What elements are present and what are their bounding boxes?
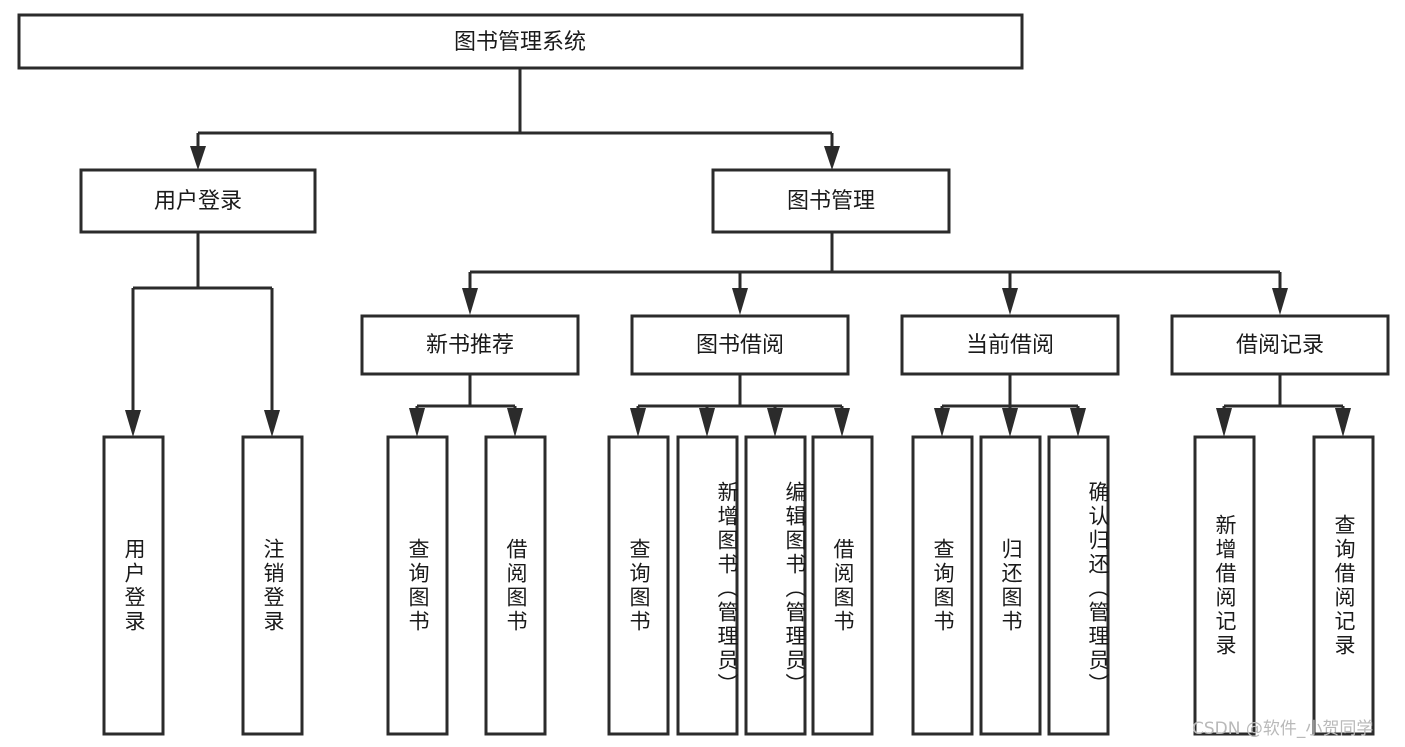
arrowhead-leaf-add-record <box>1216 408 1232 437</box>
node-book-management-box[interactable] <box>711 168 951 234</box>
node-book-borrow[interactable]: 图书借阅 <box>630 314 850 376</box>
node-leaf-query-book-1-box[interactable] <box>386 435 449 736</box>
connectors-user-login-to-leaves <box>125 232 280 437</box>
node-leaf-query-book-2-box[interactable] <box>607 435 670 736</box>
connectors-current-borrow-to-leaves <box>934 375 1086 437</box>
arrowhead-leaf-add-book <box>699 408 715 437</box>
node-root[interactable]: 图书管理系统 <box>17 13 1024 70</box>
arrowhead-borrow-record <box>1272 288 1288 315</box>
arrowhead-user-login <box>190 146 206 170</box>
connectors-root-to-level2 <box>190 68 840 170</box>
arrowhead-leaf-borrow-book-2 <box>834 408 850 437</box>
arrowhead-leaf-query-book-2 <box>630 408 646 437</box>
node-borrow-record[interactable]: 借阅记录 <box>1170 314 1390 376</box>
arrowhead-leaf-confirm-return <box>1070 408 1086 437</box>
node-user-login[interactable]: 用户登录 <box>79 168 317 234</box>
node-leaf-edit-book-box[interactable] <box>744 435 807 736</box>
arrowhead-leaf-query-book-1 <box>409 408 425 437</box>
node-leaf-query-book-3-box[interactable] <box>911 435 974 736</box>
node-book-management[interactable]: 图书管理 <box>711 168 951 234</box>
node-root-box[interactable] <box>17 13 1024 70</box>
node-new-book-recommend-box[interactable] <box>360 314 580 376</box>
node-borrow-record-box[interactable] <box>1170 314 1390 376</box>
arrowhead-book-management <box>824 146 840 170</box>
connectors-new-book-recommend-to-leaves <box>409 375 523 437</box>
node-user-login-label: 用户登录 <box>154 189 242 214</box>
node-new-book-recommend-label: 新书推荐 <box>426 333 514 358</box>
arrowhead-current-borrow <box>1002 288 1018 315</box>
leaf-boxes <box>102 435 1375 736</box>
arrowhead-new-book-recommend <box>462 288 478 315</box>
arrowhead-book-borrow <box>732 288 748 315</box>
node-leaf-borrow-book-2-box[interactable] <box>811 435 874 736</box>
arrowhead-leaf-edit-book <box>767 408 783 437</box>
arrowhead-leaf-query-book-3 <box>934 408 950 437</box>
node-book-borrow-box[interactable] <box>630 314 850 376</box>
connectors-borrow-record-to-leaves <box>1216 375 1351 437</box>
arrowhead-leaf-logout <box>264 410 280 437</box>
node-leaf-borrow-book-1-box[interactable] <box>484 435 547 736</box>
node-new-book-recommend[interactable]: 新书推荐 <box>360 314 580 376</box>
node-book-management-label: 图书管理 <box>787 189 875 214</box>
node-leaf-add-book-box[interactable] <box>676 435 739 736</box>
node-leaf-confirm-return-box[interactable] <box>1047 435 1110 736</box>
connectors-book-borrow-to-leaves <box>630 375 850 437</box>
arrowhead-leaf-user-login <box>125 410 141 437</box>
node-leaf-add-record-box[interactable] <box>1193 435 1256 736</box>
node-borrow-record-label: 借阅记录 <box>1236 333 1324 358</box>
node-current-borrow-label: 当前借阅 <box>966 333 1054 358</box>
node-leaf-logout-box[interactable] <box>241 435 304 736</box>
node-leaf-return-book-box[interactable] <box>979 435 1042 736</box>
node-root-label: 图书管理系统 <box>454 30 586 55</box>
arrowhead-leaf-return-book <box>1002 408 1018 437</box>
node-current-borrow-box[interactable] <box>900 314 1120 376</box>
node-leaf-query-record-box[interactable] <box>1312 435 1375 736</box>
node-book-borrow-label: 图书借阅 <box>696 333 784 358</box>
connectors-book-management-to-level3 <box>462 232 1288 315</box>
node-leaf-user-login-box[interactable] <box>102 435 165 736</box>
node-user-login-box[interactable] <box>79 168 317 234</box>
arrowhead-leaf-borrow-book-1 <box>507 408 523 437</box>
arrowhead-leaf-query-record <box>1335 408 1351 437</box>
node-current-borrow[interactable]: 当前借阅 <box>900 314 1120 376</box>
